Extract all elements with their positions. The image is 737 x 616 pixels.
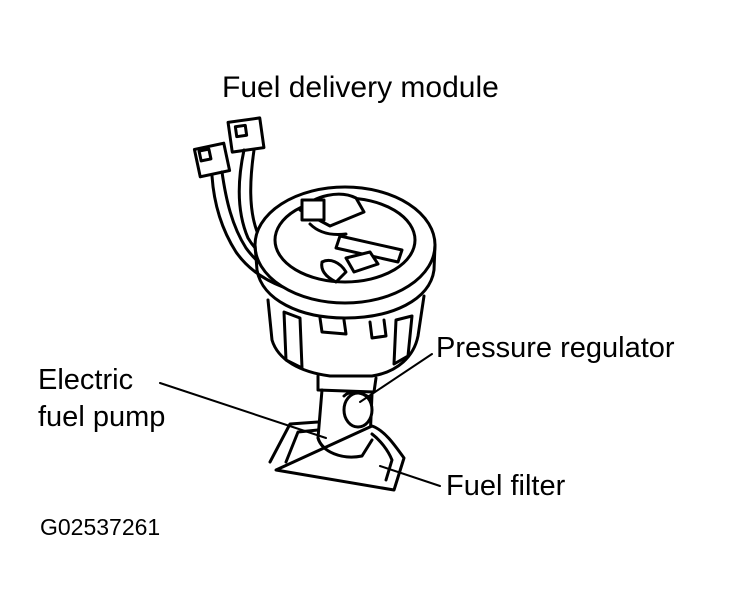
label-fuel-filter: Fuel filter — [446, 470, 566, 502]
label-electric-fuel-pump-line1: Electric — [38, 364, 134, 396]
leader-fuel-filter — [379, 465, 441, 487]
diagram-title: Fuel delivery module — [222, 71, 499, 104]
label-electric-fuel-pump-line2: fuel pump — [38, 401, 166, 433]
leader-lines — [159, 353, 441, 487]
leader-electric-fuel-pump — [159, 382, 327, 439]
label-pressure-regulator: Pressure regulator — [436, 332, 675, 364]
reservoir-body — [266, 294, 426, 394]
module-flange — [253, 185, 437, 320]
leader-pressure-regulator — [359, 353, 433, 403]
figure-id: G02537261 — [40, 514, 161, 540]
fuel-filter-sock — [268, 420, 406, 492]
